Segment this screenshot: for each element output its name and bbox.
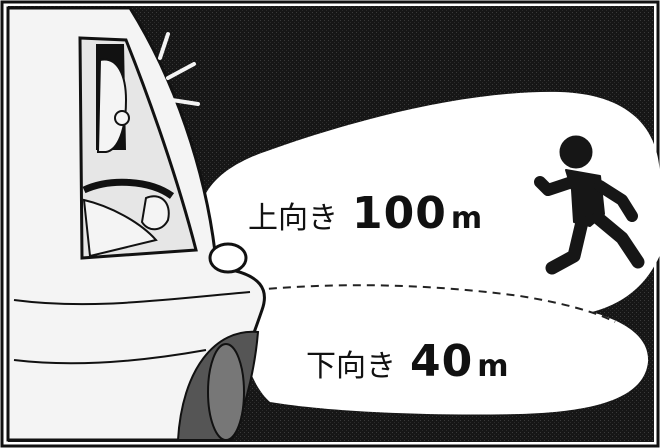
low-beam-distance: 40 bbox=[410, 336, 474, 387]
beam-divider bbox=[254, 284, 616, 323]
headlight-icon bbox=[208, 242, 248, 274]
high-beam-unit: m bbox=[450, 201, 483, 236]
high-beam-direction: 上向き bbox=[248, 201, 338, 236]
high-beam-label: 上向き 100 m bbox=[248, 188, 482, 239]
alert-lines-icon bbox=[158, 32, 200, 106]
pedestrian-icon bbox=[534, 135, 645, 275]
low-beam-direction: 下向き bbox=[306, 349, 396, 384]
high-beam-distance: 100 bbox=[352, 188, 447, 239]
driver-icon bbox=[82, 44, 175, 258]
low-beam-light bbox=[232, 278, 649, 415]
low-beam-unit: m bbox=[477, 349, 509, 384]
low-beam-label: 下向き 40 m bbox=[306, 336, 509, 387]
high-beam-light bbox=[197, 91, 660, 318]
